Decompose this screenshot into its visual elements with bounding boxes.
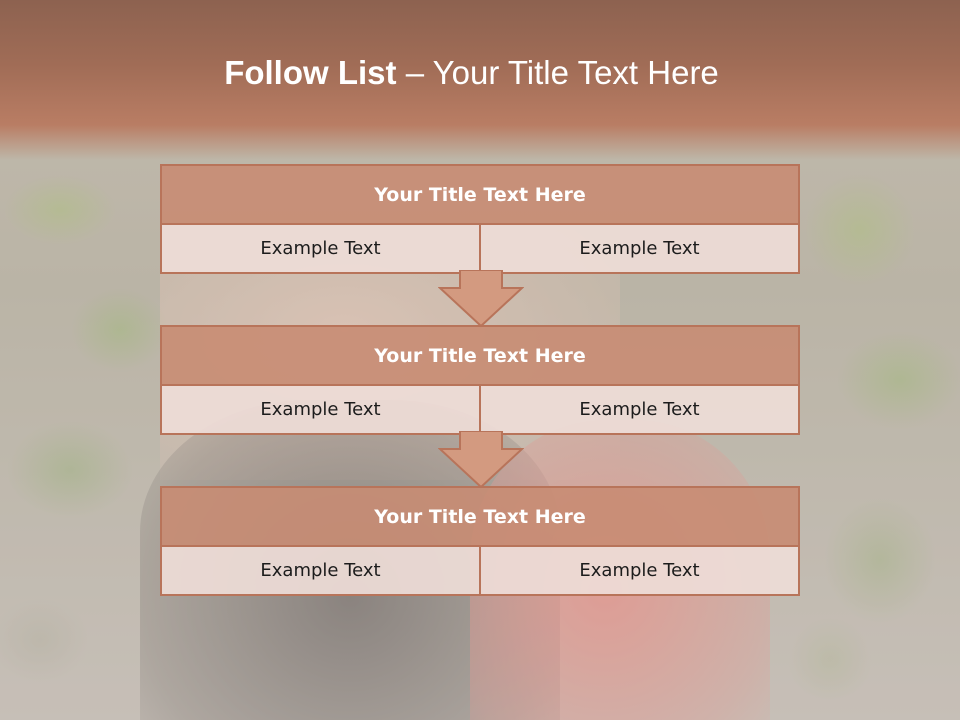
down-arrow-icon	[438, 431, 524, 489]
flow-block-right-text[interactable]: Example Text	[479, 386, 798, 433]
flow-block-3[interactable]: Your Title Text Here Example Text Exampl…	[160, 486, 800, 596]
down-arrow-icon	[438, 270, 524, 328]
slide-title[interactable]: Follow List – Your Title Text Here	[0, 54, 943, 92]
flow-block-left-text[interactable]: Example Text	[162, 225, 479, 272]
title-band	[0, 0, 960, 160]
flow-block-title[interactable]: Your Title Text Here	[162, 488, 798, 547]
flow-block-left-text[interactable]: Example Text	[162, 386, 479, 433]
slide-title-bold: Follow List	[224, 54, 397, 91]
flow-block-title[interactable]: Your Title Text Here	[162, 166, 798, 225]
flow-block-right-text[interactable]: Example Text	[479, 547, 798, 594]
flow-block-right-text[interactable]: Example Text	[479, 225, 798, 272]
flow-block-title[interactable]: Your Title Text Here	[162, 327, 798, 386]
flow-block-1[interactable]: Your Title Text Here Example Text Exampl…	[160, 164, 800, 274]
flow-block-left-text[interactable]: Example Text	[162, 547, 479, 594]
flow-block-2[interactable]: Your Title Text Here Example Text Exampl…	[160, 325, 800, 435]
slide-title-rest: – Your Title Text Here	[396, 54, 719, 91]
